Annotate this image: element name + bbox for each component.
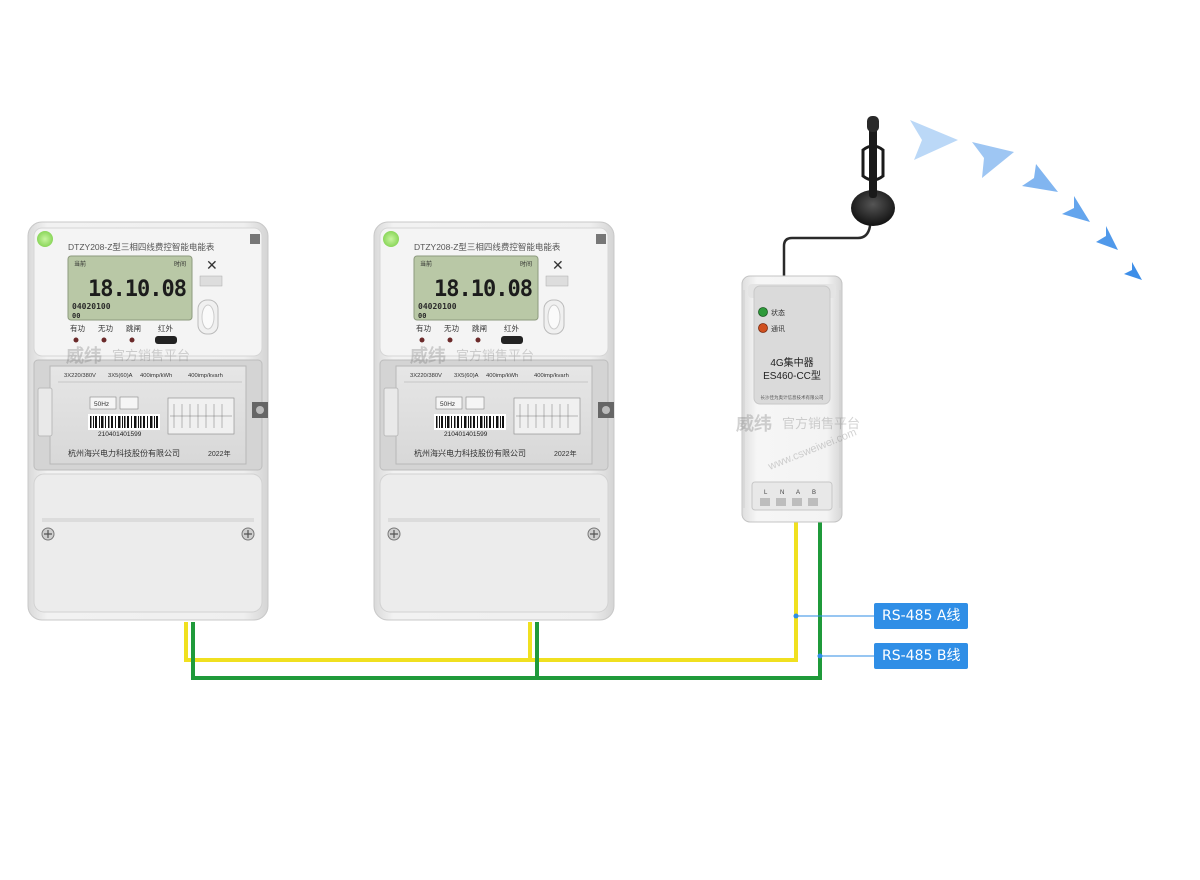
manufacturer-name: 杭州海兴电力科技股份有限公司 (68, 448, 180, 458)
indicator-active: 有功 (70, 323, 85, 333)
spec-kwh: 400imp/kWh (140, 373, 172, 379)
watermark-brand: 威纬 (410, 345, 446, 366)
watermark-brand: 威纬 (736, 413, 772, 434)
lcd-sub-2: 00 (72, 312, 80, 320)
rs485-a-label: RS-485 A线 (874, 603, 969, 629)
brand-logo-icon: ✕ (552, 257, 564, 273)
concentrator-panel (753, 285, 831, 405)
barcode-number: 210401401599 (444, 431, 488, 438)
power-led-icon (37, 231, 53, 247)
indicator-reactive: 无功 (444, 323, 459, 333)
meter-title: DTZY208-Z型三相四线费控智能电能表 (414, 242, 561, 252)
smart-meter-1: DTZY208-Z型三相四线费控智能电能表 当前 时间 18.10.08 040… (27, 221, 269, 621)
spec-frequency: 50Hz (94, 401, 109, 408)
lcd-screen (413, 255, 539, 321)
lcd-sub-1: 04020100 (72, 302, 111, 311)
indicator-trip: 跳闸 (126, 323, 141, 333)
terminal-l: L (764, 490, 768, 496)
lcd-label-time: 时间 (174, 260, 186, 268)
signal-arrow-icon (1124, 262, 1142, 280)
wireless-signal (910, 120, 1142, 280)
signal-arrow-icon (1062, 196, 1090, 222)
lcd-label-time: 时间 (520, 260, 532, 268)
qr-code-icon (250, 234, 260, 244)
barcode-icon (434, 414, 506, 430)
comm-label: 通讯 (771, 324, 785, 333)
rs485-wires (184, 522, 874, 680)
spec-kwh: 400imp/kWh (486, 373, 518, 379)
rs485-b-label: RS-485 B线 (874, 643, 969, 669)
signal-arrow-icon (910, 120, 958, 160)
spec-voltage: 3X220/380V (410, 373, 442, 379)
rs485-b-wire (191, 522, 822, 680)
concentrator-maker: 长沙佳为奥计信息技术有限公司 (761, 394, 824, 401)
lcd-reading: 18.10.08 (434, 277, 532, 302)
manufacturer-name: 杭州海兴电力科技股份有限公司 (414, 448, 526, 458)
terminal-a: A (796, 490, 800, 496)
lcd-label-current: 当前 (420, 260, 432, 268)
watermark-text: 官方销售平台 (456, 348, 534, 363)
terminal-n: N (780, 490, 784, 496)
b-label-dot (817, 653, 823, 659)
signal-arrow-icon (972, 142, 1014, 178)
lcd-label-current: 当前 (74, 260, 86, 268)
manufacture-year: 2022年 (554, 449, 577, 458)
status-led-icon (758, 307, 768, 317)
terminal-b: B (812, 490, 816, 496)
qr-code-icon (596, 234, 606, 244)
concentrator-name: 4G集中器 (770, 356, 813, 369)
antenna-cable (782, 211, 874, 278)
spec-current: 3X5(60)A (108, 373, 133, 379)
smart-meter-2: DTZY208-Z型三相四线费控智能电能表 当前 时间 18.10.08 040… (373, 221, 615, 621)
antenna (782, 116, 895, 278)
watermark-text: 官方销售平台 (112, 348, 190, 363)
spec-current: 3X5(60)A (454, 373, 479, 379)
indicator-infrared: 红外 (158, 323, 173, 333)
lcd-sub-2: 00 (418, 312, 426, 320)
indicator-active: 有功 (416, 323, 431, 333)
a-label-dot (793, 613, 799, 619)
manufacture-year: 2022年 (208, 449, 231, 458)
status-label: 状态 (771, 308, 785, 317)
lcd-screen (67, 255, 193, 321)
comm-led-icon (758, 323, 768, 333)
antenna-base-icon (851, 190, 895, 226)
concentrator-model: ES460-CC型 (763, 369, 821, 382)
power-led-icon (383, 231, 399, 247)
rs485-a-wire (184, 522, 798, 662)
signal-arrow-icon (1096, 226, 1118, 250)
spec-kvarh: 400imp/kvarh (534, 373, 569, 379)
spec-voltage: 3X220/380V (64, 373, 96, 379)
spec-kvarh: 400imp/kvarh (188, 373, 223, 379)
lcd-reading: 18.10.08 (88, 277, 186, 302)
indicator-infrared: 红外 (504, 323, 519, 333)
watermark-text: 官方销售平台 (782, 416, 860, 431)
spec-frequency: 50Hz (440, 401, 455, 408)
barcode-number: 210401401599 (98, 431, 142, 438)
brand-logo-icon: ✕ (206, 257, 218, 273)
signal-arrow-icon (1022, 164, 1058, 192)
lcd-sub-1: 04020100 (418, 302, 457, 311)
indicator-reactive: 无功 (98, 323, 113, 333)
barcode-icon (88, 414, 160, 430)
watermark-brand: 威纬 (66, 345, 102, 366)
indicator-trip: 跳闸 (472, 323, 487, 333)
meter-title: DTZY208-Z型三相四线费控智能电能表 (68, 242, 215, 252)
concentrator: 状态 通讯 4G集中器 ES460-CC型 长沙佳为奥计信息技术有限公司 L N… (741, 275, 843, 523)
